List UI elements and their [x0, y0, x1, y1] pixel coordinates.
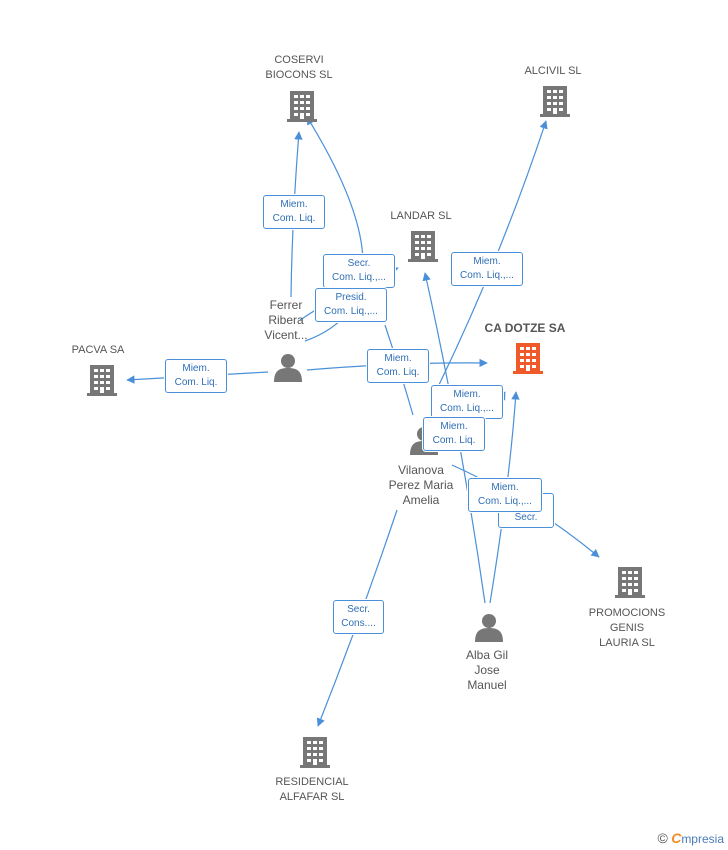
building-icon-residencial[interactable] — [300, 737, 330, 768]
brand-logo: © Cmpresia — [658, 830, 724, 846]
node-label-coservi[interactable]: COSERVI BIOCONS SL — [265, 54, 333, 81]
node-label-pacva[interactable]: PACVA SA — [71, 344, 125, 356]
building-icon-pacva[interactable] — [87, 365, 117, 396]
edge-label-e7[interactable]: Miem. Com. Liq.,... — [431, 385, 503, 419]
building-icon-coservi[interactable] — [287, 91, 317, 122]
edge-label-e1[interactable]: Miem. Com. Liq. — [263, 195, 325, 229]
building-icon-promocions[interactable] — [615, 567, 645, 598]
edge-label-e3[interactable]: Presid. Com. Liq.,... — [315, 288, 387, 322]
node-label-cadotze[interactable]: CA DOTZE SA — [484, 321, 566, 335]
person-label-vilanova[interactable]: Vilanova Perez Maria Amelia — [388, 463, 454, 507]
node-label-alcivil[interactable]: ALCIVIL SL — [524, 65, 582, 77]
brand-name: mpresia — [681, 832, 724, 846]
node-label-promocions[interactable]: PROMOCIONS GENIS LAURIA SL — [588, 607, 666, 649]
edge-label-e6[interactable]: Miem. Com. Liq.,... — [451, 252, 523, 286]
edge-label-e11[interactable]: Secr. Cons.... — [333, 600, 384, 634]
edge-label-e5[interactable]: Miem. Com. Liq. — [367, 349, 429, 383]
edge-label-e4[interactable]: Miem. Com. Liq. — [165, 359, 227, 393]
copyright-symbol: © — [657, 830, 668, 846]
building-icon-cadotze[interactable] — [513, 343, 543, 374]
node-label-landar[interactable]: LANDAR SL — [390, 210, 452, 222]
person-icon-alba[interactable] — [475, 614, 503, 642]
person-label-alba[interactable]: Alba Gil Jose Manuel — [465, 648, 509, 692]
person-icon-ferrer[interactable] — [274, 354, 302, 382]
building-icon-landar[interactable] — [408, 231, 438, 262]
building-icon-alcivil[interactable] — [540, 86, 570, 117]
node-label-residencial[interactable]: RESIDENCIAL ALFAFAR SL — [275, 776, 349, 803]
edge-label-e8[interactable]: Miem. Com. Liq. — [423, 417, 485, 451]
brand-e-letter: C — [671, 830, 682, 846]
edge-label-e2[interactable]: Secr. Com. Liq.,... — [323, 254, 395, 288]
person-label-ferrer[interactable]: Ferrer Ribera Vicent... — [264, 298, 308, 342]
edge-label-e9[interactable]: Miem. Com. Liq.,... — [468, 478, 542, 512]
